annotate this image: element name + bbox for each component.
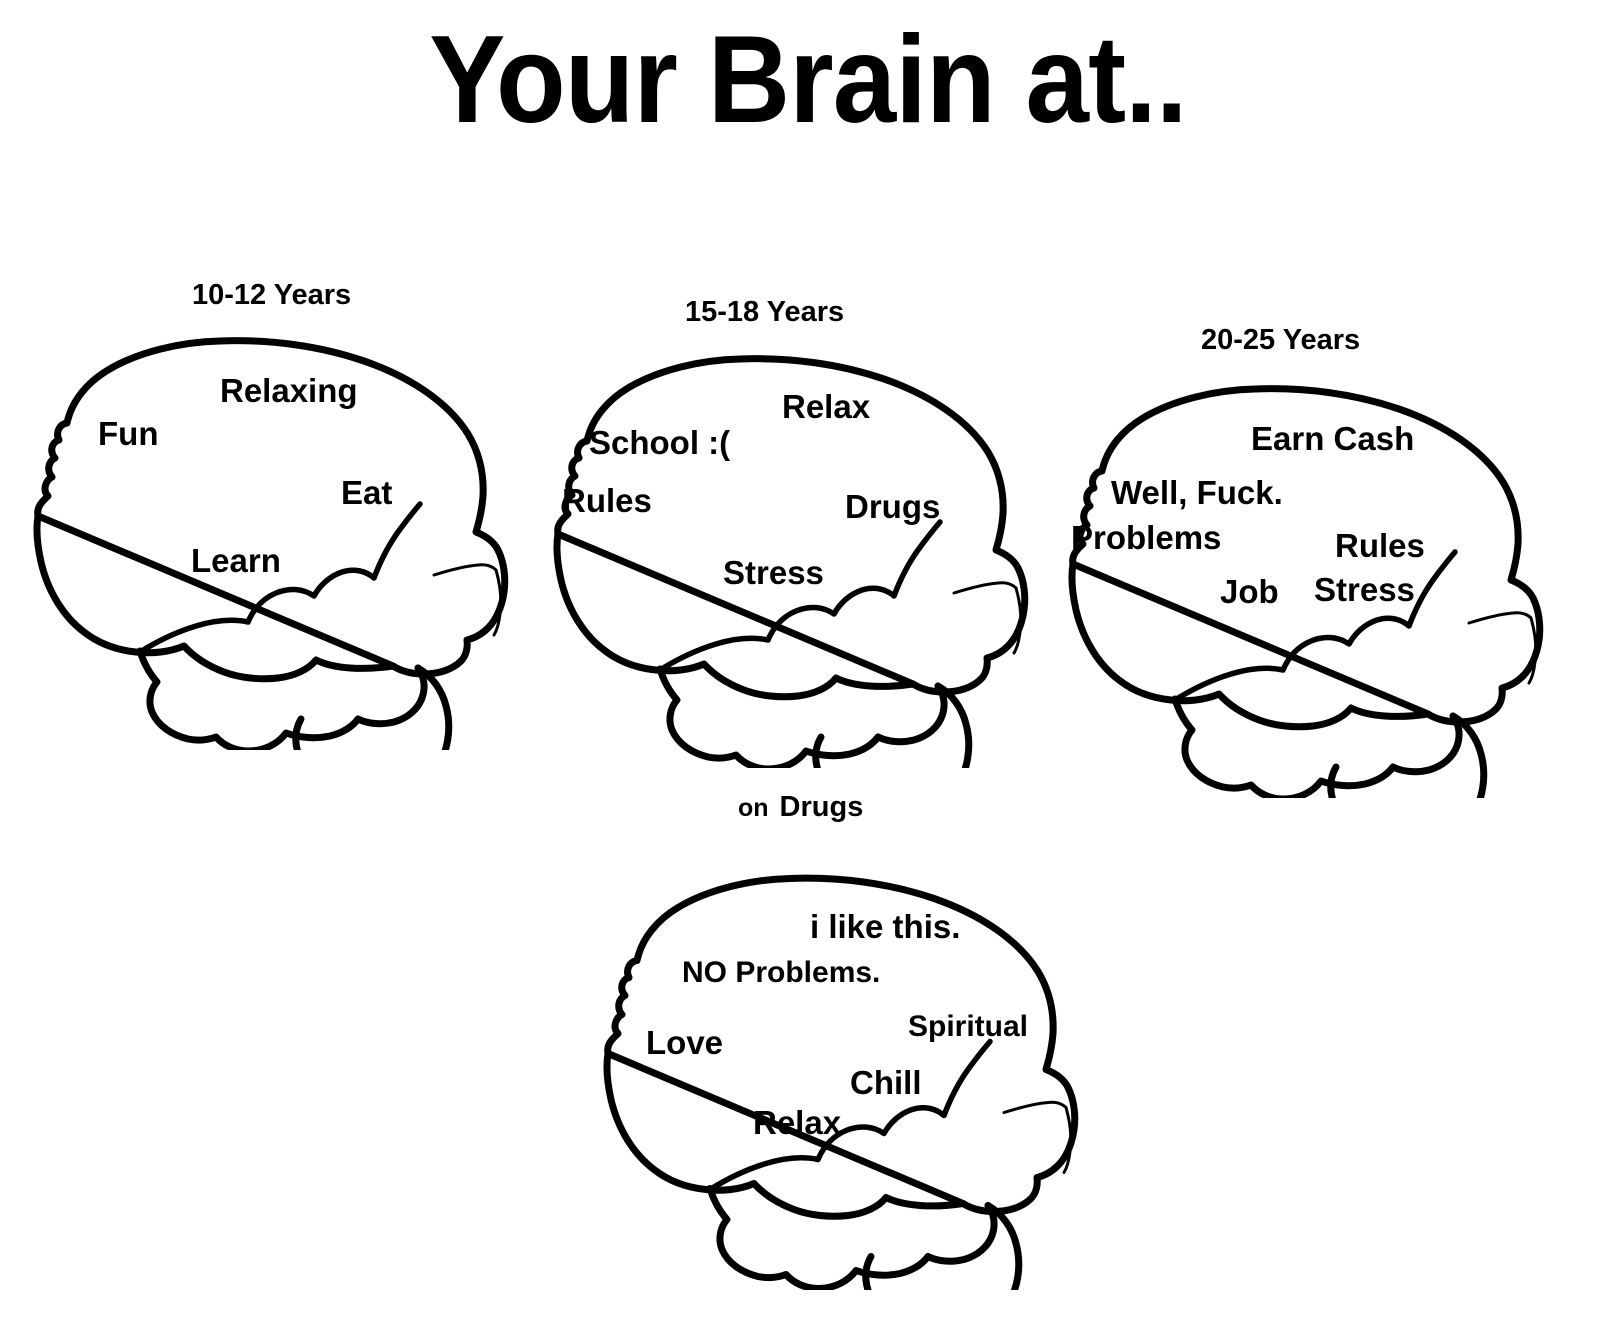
heading-word-on: on: [738, 794, 769, 822]
panel-heading-on-drugs: on Drugs: [738, 793, 863, 822]
brain-panel-20-25: 20-25 Years Earn Cash Well, Fuck. Proble…: [1055, 318, 1555, 798]
page-title: Your Brain at..: [429, 11, 1187, 149]
brain-label-relax: Relax: [782, 388, 871, 425]
brain-label-relaxing: Relaxing: [220, 372, 358, 409]
brain-label-job: Job: [1220, 573, 1279, 610]
brain-label-relax-2: Relax: [753, 1104, 842, 1141]
brain-label-stress: Stress: [723, 554, 824, 591]
brain-panel-on-drugs: on Drugs i like this. NO Problems. Love …: [590, 790, 1090, 1290]
panel-heading-20-25: 20-25 Years: [1201, 324, 1361, 356]
brain-label-stress-2: Stress: [1314, 571, 1415, 608]
brain-label-love: Love: [646, 1024, 724, 1061]
brain-label-rules: Rules: [562, 482, 652, 519]
brain-label-eat: Eat: [341, 474, 393, 511]
brain-illustration-20-25: [1055, 378, 1555, 798]
brain-illustration-15-18: [540, 348, 1040, 768]
heading-word-drugs: Drugs: [779, 791, 864, 823]
brain-label-problems: Problems: [1071, 519, 1222, 556]
brain-illustration-on-drugs: [590, 865, 1090, 1290]
brain-label-no-problems: NO Problems.: [682, 956, 881, 989]
brain-label-spiritual: Spiritual: [908, 1010, 1029, 1043]
brain-illustration-10-12: [20, 330, 520, 750]
brain-label-well-fuck: Well, Fuck.: [1111, 474, 1283, 511]
brain-panel-10-12: 10-12 Years Relaxing Fun Eat: [20, 270, 520, 750]
brain-label-rules-2: Rules: [1335, 527, 1425, 564]
brain-label-learn: Learn: [191, 542, 281, 579]
panel-heading-10-12: 10-12 Years: [192, 279, 352, 311]
brain-label-school: School :(: [589, 424, 731, 461]
brain-label-fun: Fun: [98, 415, 159, 452]
brain-label-drugs: Drugs: [845, 488, 941, 525]
brain-panel-15-18: 15-18 Years Relax School :( Rules Drugs …: [540, 288, 1040, 768]
panel-heading-15-18: 15-18 Years: [685, 296, 845, 328]
brain-label-chill: Chill: [850, 1064, 922, 1101]
brain-label-i-like-this: i like this.: [810, 908, 961, 945]
brain-label-earn-cash: Earn Cash: [1251, 420, 1415, 457]
